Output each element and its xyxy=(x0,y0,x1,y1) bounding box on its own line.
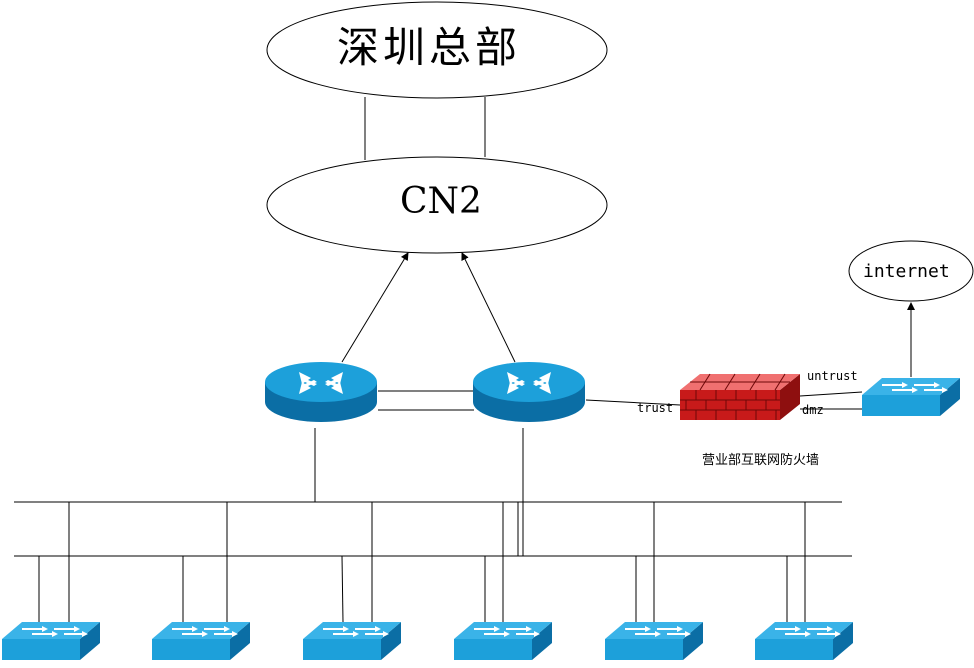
dmz-port-label: dmz xyxy=(802,403,824,417)
trust-port-label: trust xyxy=(637,401,674,415)
switch-icon xyxy=(152,622,250,660)
switch-icon xyxy=(755,622,853,660)
firewall-icon xyxy=(680,373,800,420)
internet-label: internet xyxy=(863,261,950,282)
switch-icon xyxy=(303,622,401,660)
cn2-node xyxy=(266,156,608,254)
firewall-label: 营业部互联网防火墙 xyxy=(702,453,820,468)
cn2-label: CN2 xyxy=(400,181,482,222)
router-icon xyxy=(473,362,585,422)
untrust-port-label: untrust xyxy=(807,369,858,383)
switch-icon xyxy=(862,378,960,416)
switch-icon xyxy=(454,622,552,660)
headquarters-node xyxy=(266,1,608,99)
switch-icon xyxy=(605,622,703,660)
router-icon xyxy=(265,362,377,422)
headquarters-label: 深圳总部 xyxy=(337,23,522,72)
internet-node xyxy=(848,240,974,302)
switch-icon xyxy=(2,622,100,660)
